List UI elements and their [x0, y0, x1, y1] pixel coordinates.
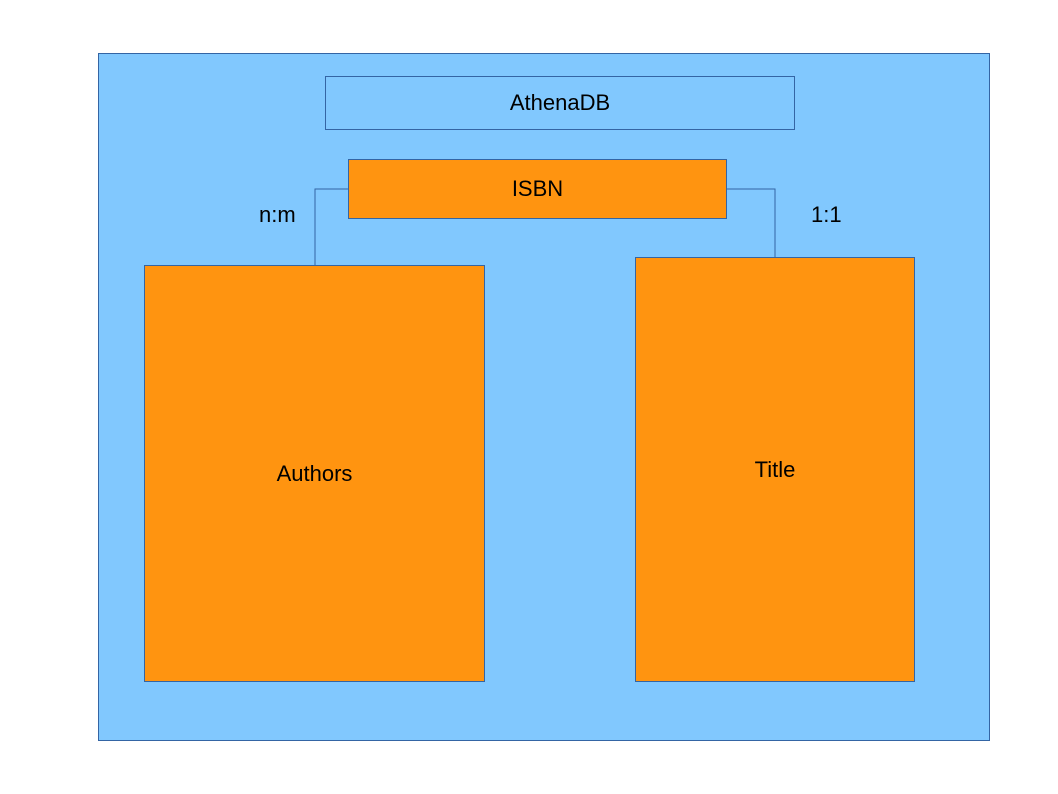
title-label: Title — [754, 456, 796, 482]
isbn-authors-cardinality: n:m — [259, 202, 296, 227]
authors-entity: Authors — [144, 265, 485, 682]
isbn-title-cardinality: 1:1 — [811, 202, 842, 227]
authors-label: Authors — [276, 460, 353, 486]
isbn-entity: ISBN — [348, 159, 727, 219]
isbn-label: ISBN — [511, 176, 564, 201]
database-title-box: AthenaDB — [325, 76, 795, 130]
title-entity: Title — [635, 257, 915, 682]
database-title: AthenaDB — [509, 90, 611, 115]
